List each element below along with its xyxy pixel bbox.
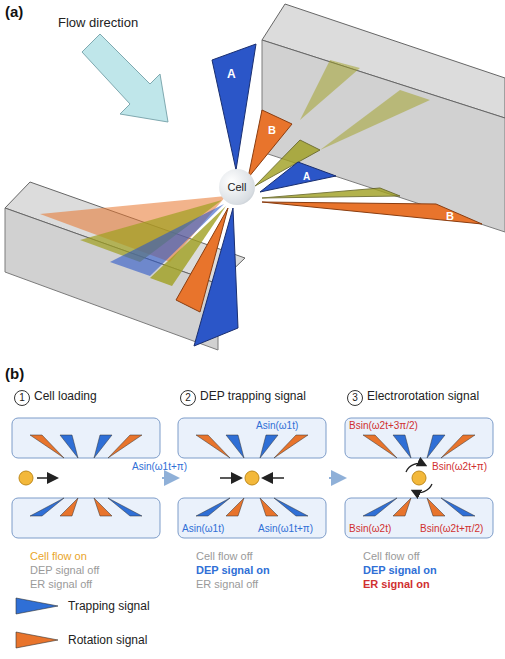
top-chip bbox=[12, 418, 160, 458]
rotation-arrow bbox=[406, 464, 425, 472]
legend-swatch bbox=[14, 630, 60, 650]
electrode bbox=[94, 498, 112, 516]
step-number: 1 bbox=[14, 390, 30, 406]
legend-text: Rotation signal bbox=[68, 633, 147, 647]
cell-label: Cell bbox=[228, 181, 247, 193]
signal-label: Asin(ω1t+π) bbox=[258, 523, 313, 534]
flow-label: Flow direction bbox=[58, 16, 138, 30]
electrode bbox=[196, 498, 230, 516]
electrode bbox=[363, 498, 397, 516]
electrode bbox=[393, 498, 411, 516]
electrode bbox=[108, 498, 142, 516]
status-text: ER signal on bbox=[363, 578, 430, 590]
status-text: ER signal off bbox=[196, 578, 258, 590]
electrode bbox=[260, 498, 278, 516]
bottom-chip bbox=[12, 498, 160, 538]
signal-label: Asin(ω1t) bbox=[256, 420, 298, 431]
cell-sphere: Cell bbox=[219, 169, 255, 205]
cell-dot bbox=[245, 471, 259, 485]
electrode bbox=[363, 435, 397, 458]
electrode-label: B bbox=[446, 210, 454, 222]
panel-label: (b) bbox=[5, 366, 24, 383]
cell-dot bbox=[412, 471, 426, 485]
electrode-label: B bbox=[268, 124, 276, 136]
electrode bbox=[427, 498, 445, 516]
rotation-arrow bbox=[413, 484, 432, 492]
status-text: DEP signal off bbox=[30, 564, 99, 576]
electrode bbox=[60, 435, 78, 458]
step-number: 2 bbox=[180, 390, 196, 406]
panel-label: (a) bbox=[5, 4, 23, 21]
flow-arrow-small bbox=[37, 477, 56, 479]
legend-swatch bbox=[14, 596, 60, 616]
chip-panels bbox=[12, 418, 493, 538]
status-text: ER signal off bbox=[30, 578, 92, 590]
step-arrow bbox=[162, 477, 176, 479]
cell-dot bbox=[19, 471, 33, 485]
electrode bbox=[274, 498, 308, 516]
electrode bbox=[274, 435, 308, 458]
electrode bbox=[30, 498, 64, 516]
electrode bbox=[226, 435, 244, 458]
step-title: Electrorotation signal bbox=[367, 390, 479, 403]
status-text: DEP signal on bbox=[363, 564, 437, 576]
signal-label: Asin(ω1t) bbox=[182, 523, 224, 534]
top-chip bbox=[178, 418, 326, 458]
electrode bbox=[260, 435, 278, 458]
signal-label: Asin(ω1t+π) bbox=[132, 461, 187, 472]
signal-label: Bsin(ω2t) bbox=[349, 523, 391, 534]
electrode bbox=[393, 435, 411, 458]
bottom-chip bbox=[345, 498, 493, 538]
right-electrode-block bbox=[212, 4, 505, 232]
electrode bbox=[108, 435, 142, 458]
electrode bbox=[94, 435, 112, 458]
legend-text: Trapping signal bbox=[68, 599, 150, 613]
electrode bbox=[427, 435, 445, 458]
step-title: DEP trapping signal bbox=[200, 390, 306, 403]
signal-label: Bsin(ω2t+π/2) bbox=[420, 523, 483, 534]
electrode-label: A bbox=[227, 68, 236, 81]
step-title: Cell loading bbox=[34, 390, 97, 403]
electrode-label: A bbox=[303, 171, 310, 182]
step-number: 3 bbox=[347, 390, 363, 406]
status-text: DEP signal on bbox=[196, 564, 270, 576]
electrode bbox=[30, 435, 64, 458]
signal-label: Bsin(ω2t+3π/2) bbox=[349, 420, 418, 431]
legend-triangle bbox=[16, 632, 58, 648]
electrode bbox=[226, 498, 244, 516]
electrode bbox=[441, 498, 475, 516]
legend-triangle bbox=[16, 598, 58, 614]
top-chip bbox=[345, 418, 493, 458]
electrode bbox=[196, 435, 230, 458]
signal-label: Bsin(ω2t+π) bbox=[432, 461, 487, 472]
electrode bbox=[60, 498, 78, 516]
status-text: Cell flow on bbox=[30, 550, 87, 562]
bottom-chip bbox=[178, 498, 326, 538]
status-text: Cell flow off bbox=[363, 550, 420, 562]
force-arrow bbox=[264, 477, 284, 479]
electrode bbox=[441, 435, 475, 458]
status-text: Cell flow off bbox=[196, 550, 253, 562]
flow-arrow bbox=[82, 34, 168, 122]
left-electrode-block bbox=[5, 182, 245, 350]
force-arrow bbox=[220, 477, 240, 479]
step-arrow bbox=[329, 477, 343, 479]
